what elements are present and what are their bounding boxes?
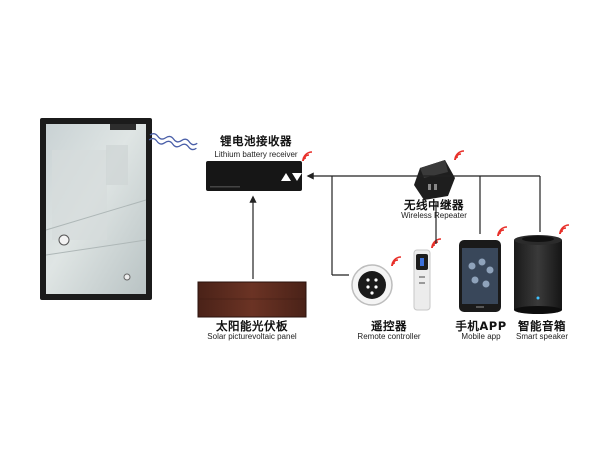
receiver-label-zh: 锂电池接收器 [220, 134, 292, 148]
speaker-label-zh: 智能音箱 [518, 319, 566, 333]
wireless-signal-icon [148, 133, 198, 151]
signal-icon-remote [391, 238, 442, 267]
mobile-label-zh: 手机APP [455, 319, 507, 333]
lithium-receiver [206, 161, 302, 191]
speaker-label-en: Smart speaker [515, 332, 569, 341]
repeater-label-en: Wireless Repeater [401, 211, 467, 220]
smart-window [40, 118, 152, 300]
remote-label-zh: 遥控器 [371, 319, 407, 333]
remote-controller [351, 249, 431, 311]
repeater-label-zh: 无线中继器 [404, 198, 464, 212]
remote-label-en: Remote controller [357, 332, 421, 341]
solar-label-en: Solar picturevoltaic panel [207, 332, 297, 341]
solar-label-zh: 太阳能光伏板 [216, 319, 288, 333]
receiver-label-en: Lithium battery receiver [214, 150, 298, 159]
connection-lines [249, 172, 541, 279]
wireless-repeater [414, 160, 455, 200]
signal-icon-receiver [302, 151, 313, 162]
solar-panel [197, 281, 307, 318]
smart-speaker [514, 235, 562, 314]
signal-icon-repeater [454, 150, 465, 161]
mobile-phone [459, 240, 501, 312]
signal-icon-speaker [559, 224, 570, 235]
signal-icon-mobile [497, 226, 508, 237]
mobile-label-en: Mobile app [461, 332, 501, 341]
